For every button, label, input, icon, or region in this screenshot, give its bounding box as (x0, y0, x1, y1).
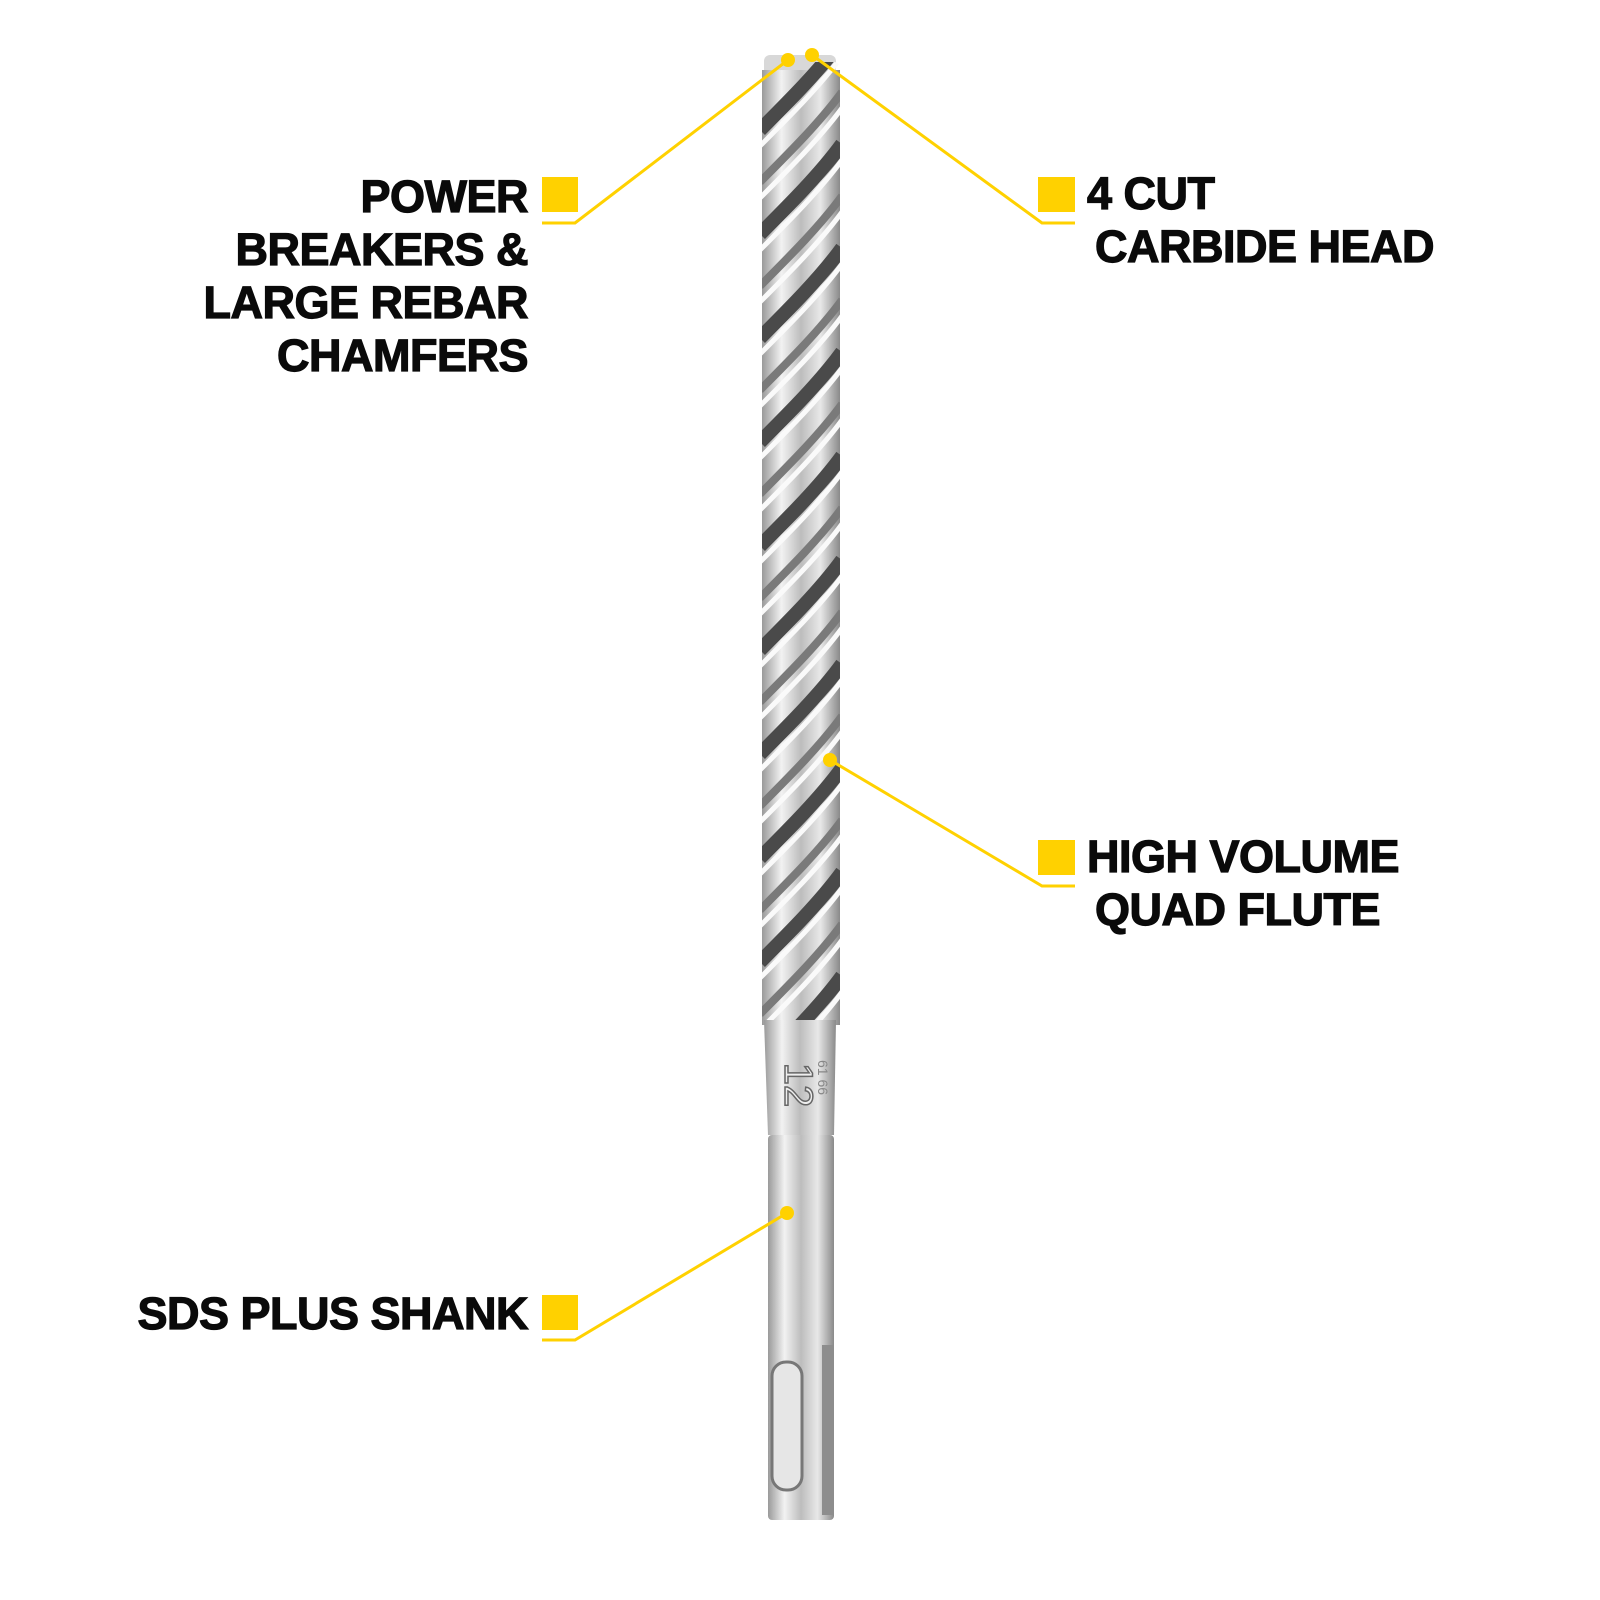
flute-groove (762, 505, 840, 601)
flute-groove (762, 139, 840, 239)
flute-groove (762, 713, 840, 809)
flute-highlight (762, 782, 840, 876)
marker-sds-shank (542, 1295, 578, 1330)
marker-carbide-head (1038, 177, 1075, 212)
flute-groove (762, 921, 840, 1017)
callout-power-breakers: POWER BREAKERS & LARGE REBAR CHAMFERS (203, 170, 529, 382)
flute-groove (762, 193, 840, 289)
flute-groove (762, 347, 840, 447)
flute-highlight (762, 262, 840, 356)
flute-groove (762, 451, 840, 551)
callout-line: BREAKERS & (235, 223, 529, 275)
marker-power-breakers (542, 177, 578, 212)
flute-highlight (762, 886, 840, 980)
flute-highlight (762, 366, 840, 460)
flute-highlight (762, 314, 840, 408)
callout-line: 4 CUT (1086, 167, 1215, 219)
flute-highlight (762, 470, 840, 564)
flute-groove (762, 297, 840, 393)
leader-quad-flute (829, 758, 1075, 888)
flute-spirals (762, 62, 840, 1022)
dot-quad-flute (823, 753, 837, 767)
flute-highlight (762, 574, 840, 668)
shank-marking-small: 61 66 (815, 1060, 831, 1095)
leader-sds-shank (542, 1211, 788, 1342)
callout-line: QUAD FLUTE (1094, 883, 1381, 935)
flute-highlight (762, 106, 840, 200)
flute-highlight (762, 678, 840, 772)
flute-groove (762, 243, 840, 343)
callout-line: POWER (360, 170, 529, 222)
marker-quad-flute (1038, 840, 1075, 875)
drill-bit: 12 61 66 (762, 55, 840, 1520)
leader-power-breakers (542, 58, 789, 225)
flute-highlight (762, 522, 840, 616)
shank-marking: 12 (776, 1063, 820, 1108)
flute-groove (762, 817, 840, 913)
shank-slot (770, 1360, 804, 1492)
callout-leaders (542, 53, 1075, 1342)
flute-highlight (762, 210, 840, 304)
callout-line: LARGE REBAR (203, 276, 529, 328)
flute-highlight (762, 834, 840, 928)
dot-sds-shank (780, 1206, 794, 1220)
dot-power-breakers (781, 53, 795, 67)
flute-groove (762, 763, 840, 863)
callout-line: HIGH VOLUME (1086, 830, 1400, 882)
flute-highlight (762, 62, 840, 148)
callout-line: CHAMFERS (276, 329, 529, 381)
flute-groove (762, 555, 840, 655)
leader-carbide-head (811, 53, 1075, 225)
callout-quad-flute: HIGH VOLUME QUAD FLUTE (1086, 830, 1400, 936)
flute-groove (762, 401, 840, 497)
dot-carbide-head (805, 48, 819, 62)
flute-groove (762, 89, 840, 185)
flute-highlight (762, 990, 840, 1022)
callout-line: CARBIDE HEAD (1094, 220, 1435, 272)
flute-highlight (762, 158, 840, 252)
callout-carbide-head: 4 CUT CARBIDE HEAD (1086, 167, 1435, 273)
callout-sds-shank: SDS PLUS SHANK (137, 1287, 529, 1340)
flute-groove (762, 659, 840, 759)
flute-highlight (762, 626, 840, 720)
flute-highlight (762, 730, 840, 824)
flute-highlight (762, 418, 840, 512)
flute-groove (762, 62, 840, 135)
flute-groove (762, 867, 840, 967)
flute-groove (762, 609, 840, 705)
shank-groove (822, 1345, 834, 1515)
callout-line: SDS PLUS SHANK (137, 1287, 529, 1339)
transition (764, 1020, 836, 1135)
